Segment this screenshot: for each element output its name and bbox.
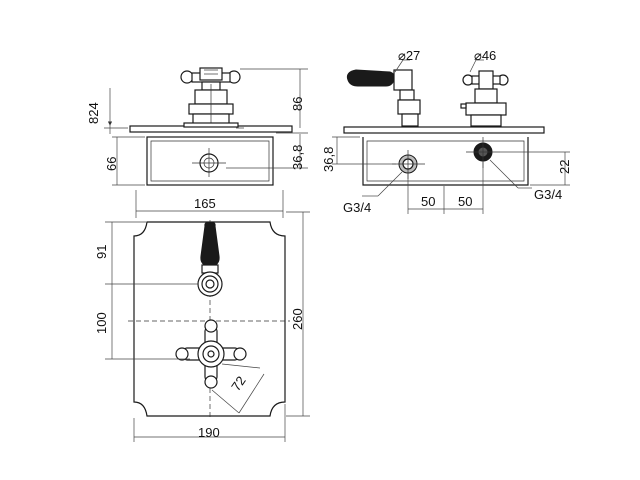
front-wall-plate [133, 221, 286, 417]
dim-50-left: 50 [421, 194, 435, 209]
back-view: ⌀27 ⌀46 36,8 22 G3/4 G3/4 50 50 [321, 48, 572, 215]
dim-72: 72 [228, 373, 249, 393]
dim-165: 165 [194, 196, 216, 211]
back-wall-plate [343, 126, 545, 134]
back-lever-handle [346, 69, 421, 127]
dim-g34-left: G3/4 [343, 200, 371, 215]
dim-dia-27: ⌀27 [398, 48, 420, 63]
dim-36-8-back: 36,8 [321, 147, 336, 172]
dim-824: 824 [86, 102, 101, 124]
front-cross-handle [175, 319, 247, 389]
side-view: 824 86 66 36,8 165 [86, 67, 308, 218]
front-lever-handle [197, 221, 223, 297]
side-cross-handle [180, 67, 241, 84]
dim-dia-46: ⌀46 [474, 48, 496, 63]
dim-190: 190 [198, 425, 220, 440]
front-view: 91 100 260 72 190 [94, 211, 310, 442]
dim-22: 22 [557, 160, 572, 174]
dim-50-right: 50 [458, 194, 472, 209]
dim-66: 66 [104, 157, 119, 171]
dim-260: 260 [290, 308, 305, 330]
back-cross-handle [460, 70, 509, 127]
dim-100: 100 [94, 312, 109, 334]
dim-91: 91 [94, 245, 109, 259]
dim-86: 86 [290, 97, 305, 111]
dim-g34-right: G3/4 [534, 187, 562, 202]
dim-36-8-side: 36,8 [290, 145, 305, 170]
